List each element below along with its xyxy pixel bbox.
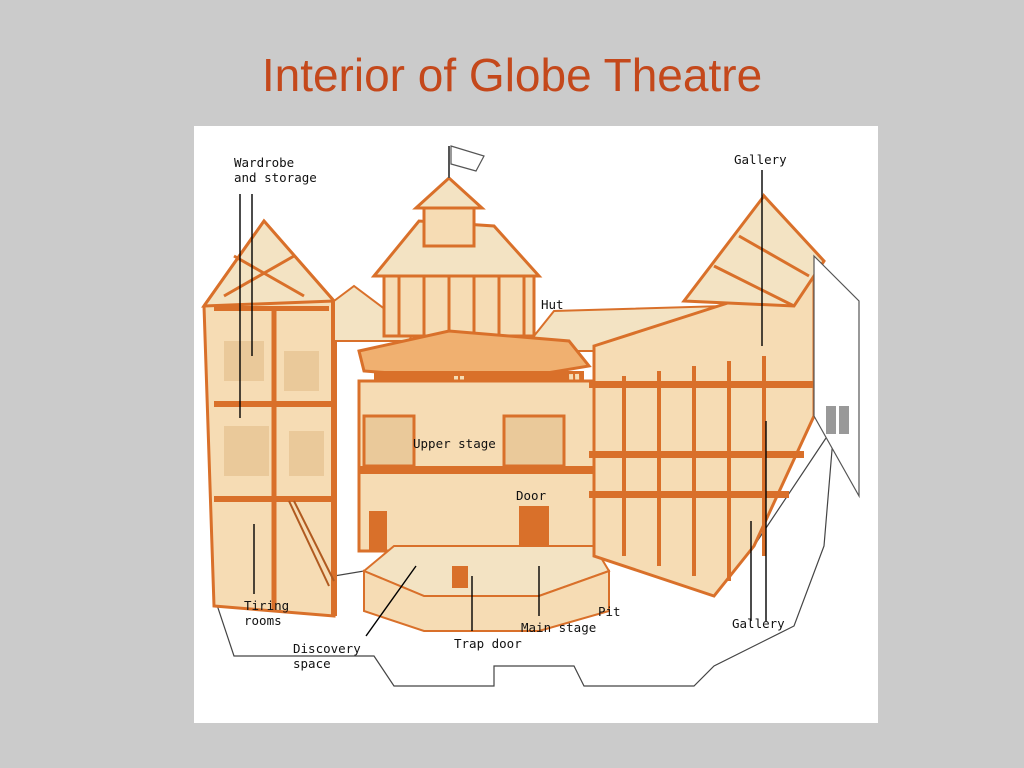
label-tiring-line2: rooms [244,613,282,628]
label-pit: Pit [598,604,621,619]
label-discovery-line2: space [293,656,331,671]
pit-ground [213,425,835,687]
label-main-stage: Main stage [521,620,596,635]
label-gallery-bottom: Gallery [732,616,785,631]
label-gallery-top: Gallery [734,152,787,167]
label-discovery-line1: Discovery [293,641,361,656]
right-galleries [589,192,860,598]
globe-theatre-diagram: Wardrobe and storage Gallery Hut Upper s… [194,126,878,723]
label-tiring-line1: Tiring [244,598,289,613]
label-wardrobe-line1: Wardrobe [234,155,294,170]
main-stage-platform [362,545,611,632]
label-hut: Hut [541,297,564,312]
label-trap-door: Trap door [454,636,522,651]
label-door: Door [516,488,547,503]
label-upper-stage: Upper stage [413,436,496,451]
slide-title: Interior of Globe Theatre [261,49,763,101]
left-tiring-house [201,218,338,618]
leader-lines [239,170,767,637]
label-wardrobe-line2: and storage [234,170,317,185]
central-house-and-hut [333,145,726,352]
tiring-house-facade [357,379,596,553]
